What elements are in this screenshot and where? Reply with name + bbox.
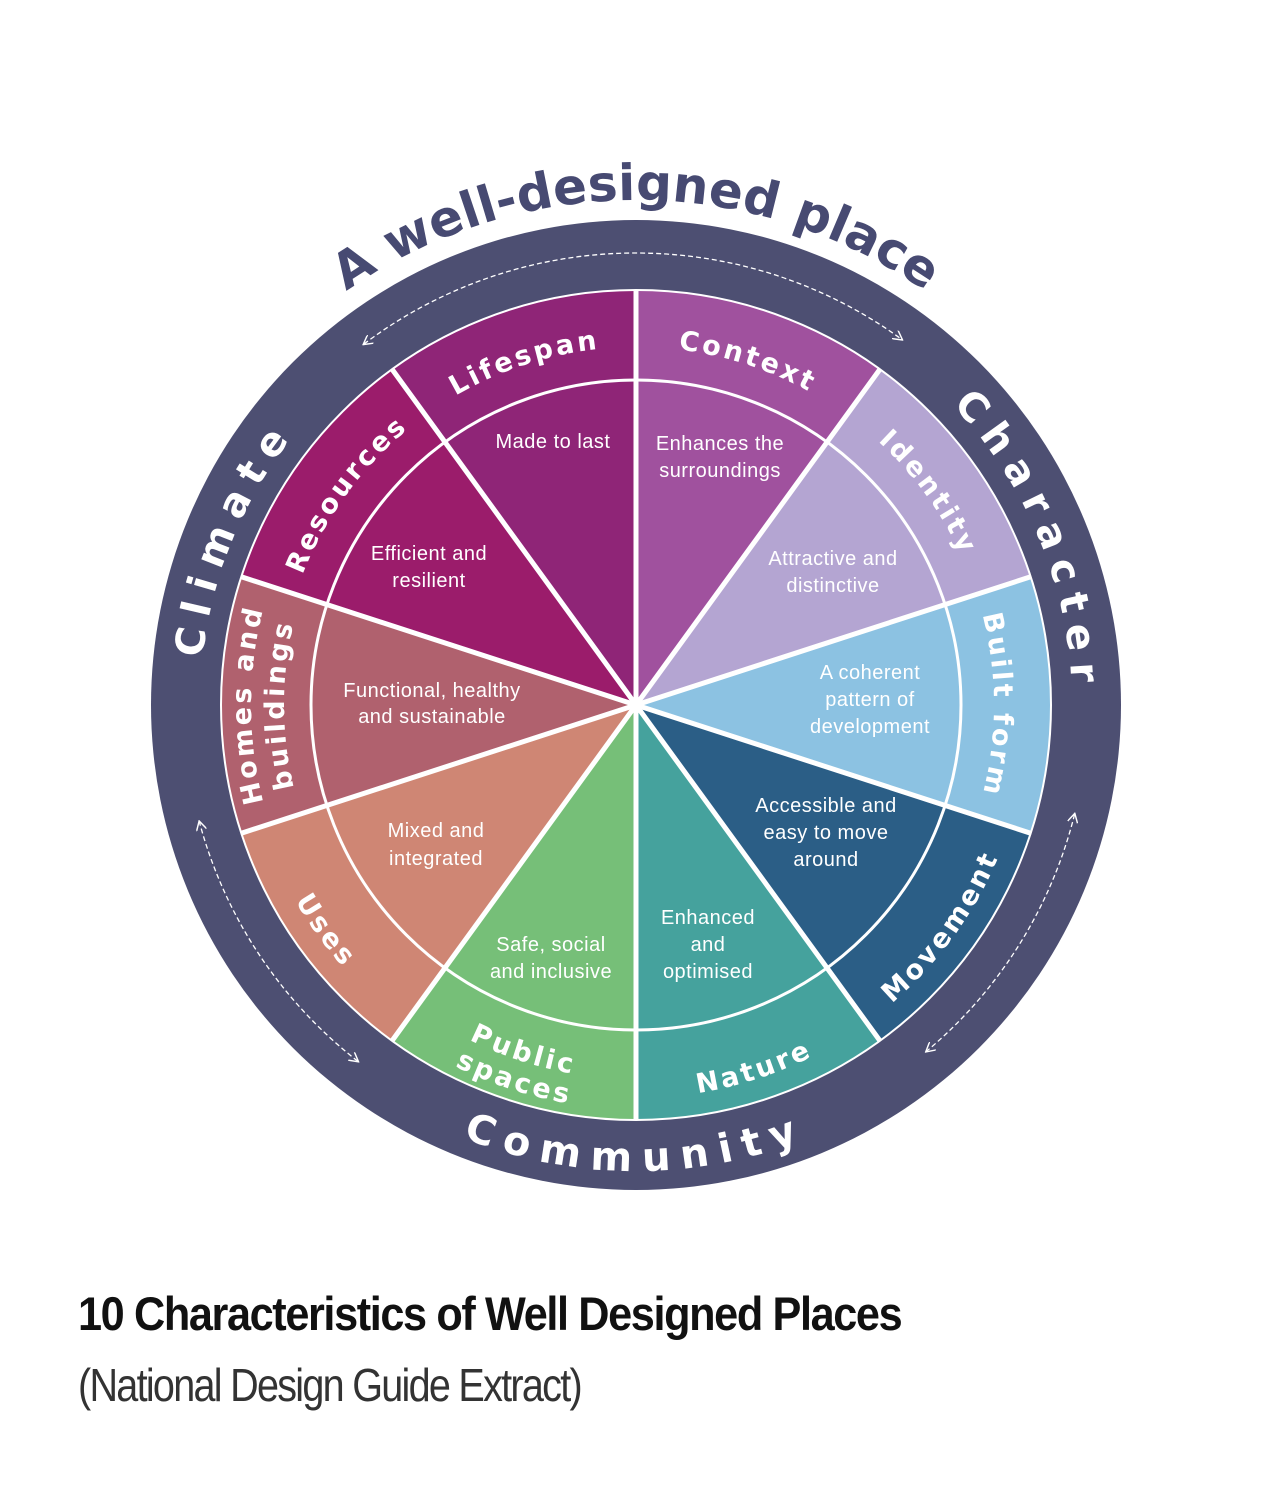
segment-lifespan bbox=[392, 290, 636, 705]
caption-title: 10 Characteristics of Well Designed Plac… bbox=[78, 1287, 903, 1340]
segment-context bbox=[636, 290, 880, 705]
segment-description: Made to last bbox=[496, 431, 611, 453]
cycle-arrow-icon bbox=[927, 814, 1075, 1051]
segment-divider bbox=[240, 702, 637, 836]
segment-divider bbox=[240, 574, 637, 708]
segment-divider bbox=[390, 367, 639, 707]
segment-divider bbox=[633, 703, 882, 1043]
cycle-arrow-icon bbox=[364, 252, 902, 344]
segment-resources bbox=[241, 369, 637, 705]
inner-ring-divider bbox=[309, 378, 963, 1032]
segment-homes-and-buildings bbox=[221, 576, 636, 834]
segment-divider bbox=[390, 703, 639, 1043]
segment-identity bbox=[636, 369, 1031, 705]
segment-divider bbox=[635, 702, 1032, 836]
segment-built-form bbox=[636, 576, 1052, 834]
segment-divider bbox=[633, 367, 882, 707]
segment-divider bbox=[635, 574, 1032, 708]
segment-public-spaces bbox=[392, 705, 636, 1120]
caption-subtitle: (National Design Guide Extract) bbox=[78, 1359, 583, 1411]
segment-nature bbox=[636, 705, 880, 1120]
outer-edge bbox=[220, 289, 1052, 1121]
cycle-arrow-icon bbox=[199, 822, 357, 1061]
